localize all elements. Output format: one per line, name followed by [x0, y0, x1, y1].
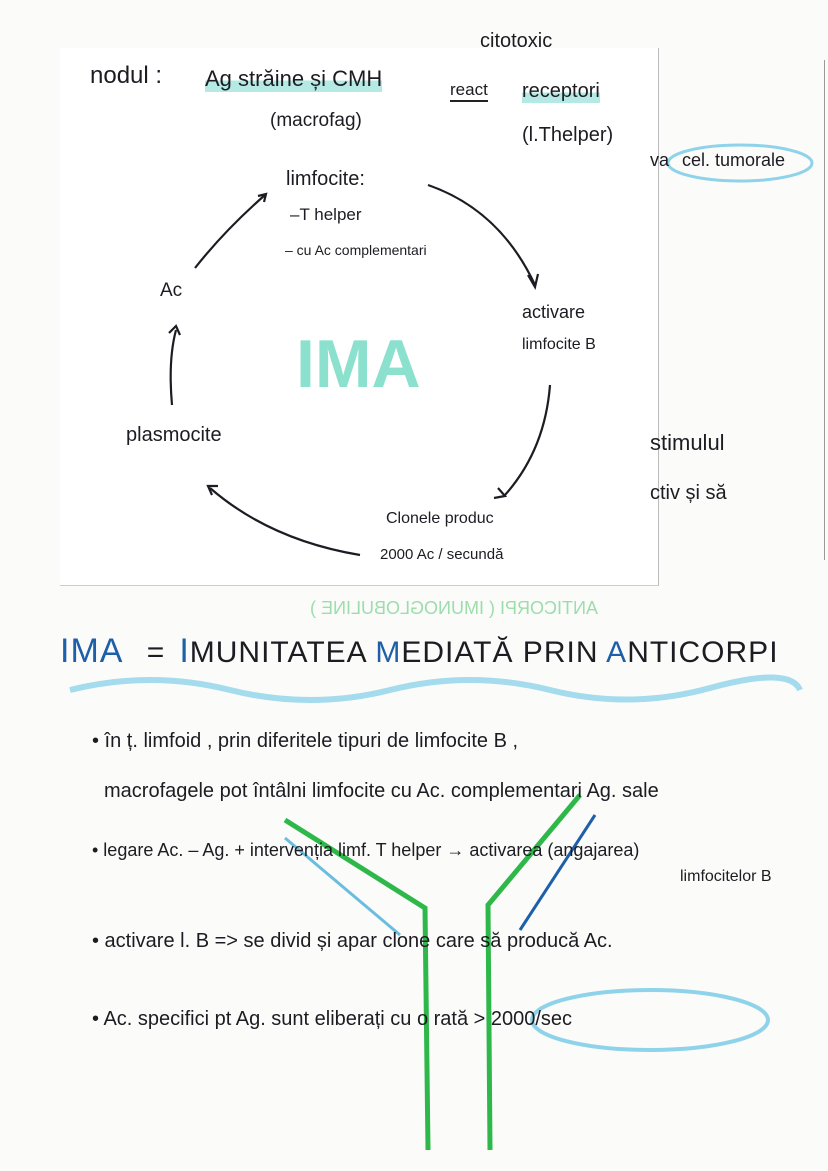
limfocite-item-ac: – cu Ac complementari: [285, 242, 427, 258]
arrow-activare-to-clone: [504, 384, 552, 496]
react-label: react: [450, 80, 488, 102]
arrow-ac-to-limfocite: [194, 194, 266, 269]
diagram-panel: [60, 48, 659, 586]
highlight-circle: [530, 988, 770, 1052]
bullet-4: • Ac. specifici pt Ag. sunt eliberați cu…: [92, 1008, 573, 1030]
heading-word-2: EDIATĂ PRIN: [401, 636, 607, 669]
thelper-label: (l.Thelper): [522, 124, 614, 146]
page-heading: IMA = IMUNITATEA MEDIATĂ PRIN ANTICORPI: [60, 632, 779, 671]
clone-rate-label: 2000 Ac / secundă: [380, 546, 504, 563]
column-divider: [824, 60, 825, 560]
heading-wavy-underline: [69, 674, 803, 703]
arrow-plasmocite-to-ac: [169, 329, 178, 406]
bullet-2-line-2: limfocitelor B: [680, 868, 772, 885]
side-va: va: [650, 150, 670, 170]
side-stimulul: stimulul: [650, 430, 725, 455]
bullet-1-line-2: macrofagele pot întâlni limfocite cu Ac.…: [104, 780, 659, 802]
center-ima: IMA: [296, 326, 421, 402]
mirrored-bleed-text: ANTICORPI ( IMUNOGLOBULINE ): [310, 598, 599, 618]
plasmocite-label: plasmocite: [126, 424, 222, 446]
limfocite-item-thelper: –T helper: [290, 205, 362, 224]
ag-label: Ag străine și CMH: [205, 66, 383, 92]
tumorale-circle: [666, 143, 814, 183]
heading-word-3: NTICORPI: [627, 636, 779, 669]
limfocite-label: limfocite:: [286, 168, 365, 190]
receptori-label: receptori: [522, 80, 600, 103]
macrofag-label: (macrofag): [270, 110, 362, 131]
heading-word-1: MUNITATEA: [189, 636, 376, 669]
arrow-limfocite-to-activare: [427, 183, 536, 286]
heading-letter-a: A: [606, 636, 628, 669]
heading-abbr: IMA: [60, 632, 124, 670]
arrow-clone-to-plasmocite: [209, 487, 361, 557]
heading-letter-m: M: [375, 636, 402, 669]
activare-limfocite-label: limfocite B: [522, 336, 596, 353]
heading-equals: =: [146, 636, 166, 669]
ac-label: Ac: [160, 280, 183, 301]
bullet-1-line-1: • în ț. limfoid , prin diferitele tipuri…: [92, 730, 519, 752]
heading-letter-i: I: [179, 632, 190, 670]
side-tumorale: cel. tumorale: [682, 150, 786, 170]
side-activ: ctiv și să: [650, 482, 727, 504]
bullet-3: • activare l. B => se divid și apar clon…: [92, 930, 613, 952]
activare-label: activare: [522, 302, 586, 322]
top-fragment: citotoxic: [480, 30, 553, 52]
cycle-arrows: [168, 183, 552, 557]
node-label: nodul :: [90, 62, 163, 89]
clone-label: Clonele produc: [386, 510, 494, 527]
antibody-drawing: [283, 793, 597, 1151]
bullet-2-line-1: • legare Ac. – Ag. + intervenția limf. T…: [92, 840, 640, 860]
